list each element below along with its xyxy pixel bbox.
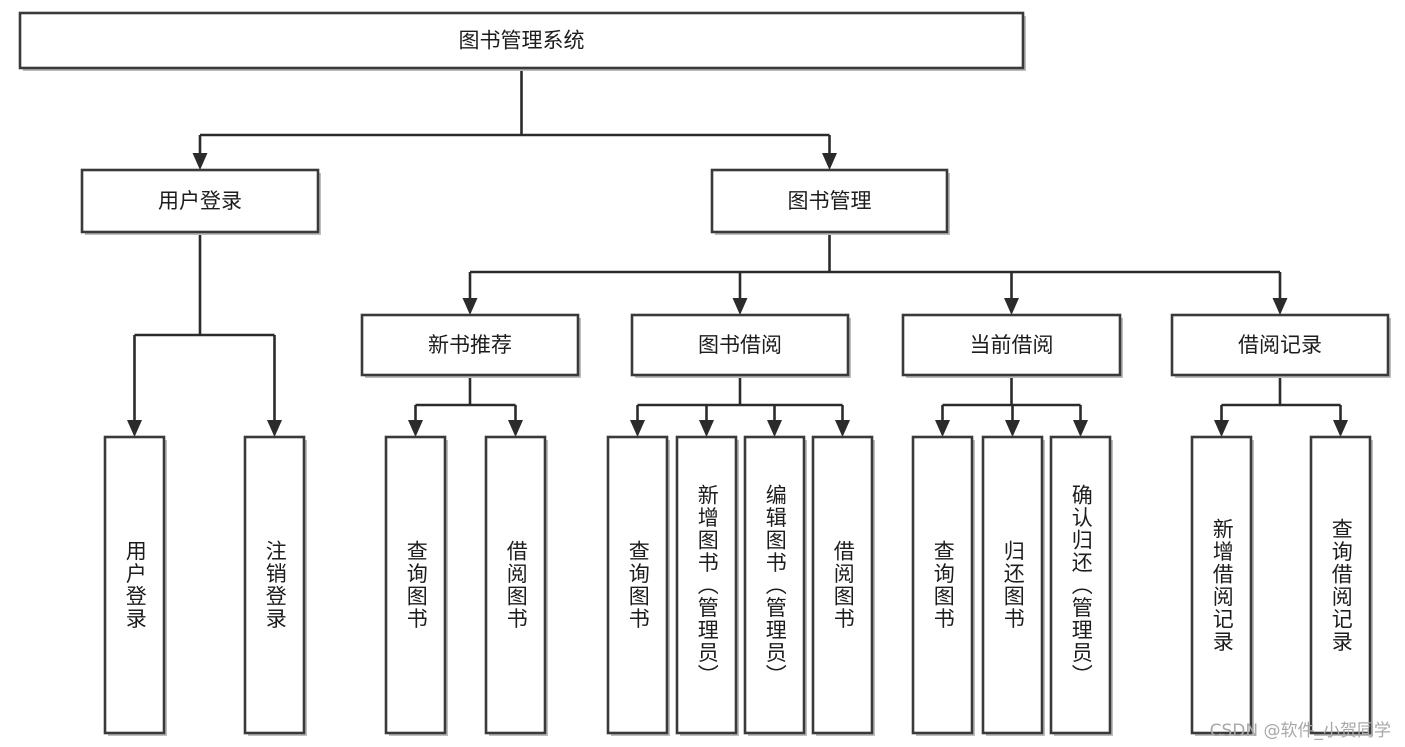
node-leaf-query-book-recommend[interactable] xyxy=(384,435,447,735)
connector-lines xyxy=(127,68,1348,437)
node-leaf-confirm-return-admin[interactable] xyxy=(1049,435,1112,735)
node-current-borrow[interactable] xyxy=(901,313,1122,377)
arrow-head-icon-current-borrow xyxy=(1004,298,1019,315)
node-leaf-user-login[interactable] xyxy=(103,435,166,735)
arrow-head-icon-leaf-borrow-book xyxy=(835,420,850,437)
arrow-head-icon-leaf-add-borrow-record xyxy=(1214,420,1229,437)
arrow-head-icon-leaf-borrow-book-recommend xyxy=(508,420,523,437)
node-leaf-add-borrow-record[interactable] xyxy=(1190,435,1253,735)
node-new-book-recommend[interactable] xyxy=(360,313,580,377)
arrow-head-icon-book-management xyxy=(822,153,837,170)
node-boxes xyxy=(18,11,1391,736)
node-leaf-borrow-book[interactable] xyxy=(811,435,874,735)
arrow-head-icon-leaf-query-book-current xyxy=(935,420,950,437)
node-leaf-query-book-current[interactable] xyxy=(911,435,974,735)
node-leaf-edit-book-admin[interactable] xyxy=(743,435,806,735)
arrow-head-icon-leaf-add-book-admin xyxy=(699,420,714,437)
node-leaf-query-borrow-record[interactable] xyxy=(1309,435,1372,735)
arrow-head-icon-user-login xyxy=(192,153,208,170)
node-label-new-book-recommend: 新书推荐 xyxy=(428,333,512,357)
arrow-head-icon-book-borrow xyxy=(732,298,748,315)
node-label-borrow-record: 借阅记录 xyxy=(1238,333,1322,357)
node-borrow-record[interactable] xyxy=(1170,313,1390,377)
node-root[interactable] xyxy=(18,11,1025,70)
arrow-head-icon-leaf-query-borrow-record xyxy=(1333,420,1348,437)
node-book-management[interactable] xyxy=(710,168,949,234)
node-label-current-borrow: 当前借阅 xyxy=(970,333,1054,357)
arrow-head-icon-leaf-logout-login xyxy=(267,420,282,437)
node-leaf-return-book[interactable] xyxy=(981,435,1044,735)
arrow-head-icon-new-book-recommend xyxy=(462,298,478,315)
arrow-head-icon-leaf-user-login xyxy=(127,420,142,437)
node-user-login[interactable] xyxy=(80,168,320,234)
node-leaf-logout-login[interactable] xyxy=(243,435,306,735)
node-label-root: 图书管理系统 xyxy=(459,29,585,53)
node-leaf-query-book-borrow[interactable] xyxy=(606,435,669,735)
node-leaf-add-book-admin[interactable] xyxy=(675,435,738,735)
arrow-head-icon-leaf-query-book-recommend xyxy=(408,420,423,437)
arrow-head-icon-leaf-confirm-return-admin xyxy=(1073,420,1088,437)
node-label-user-login: 用户登录 xyxy=(158,189,242,213)
arrow-head-icon-borrow-record xyxy=(1272,298,1288,315)
arrow-head-icon-leaf-return-book xyxy=(1005,420,1020,437)
node-label-book-borrow: 图书借阅 xyxy=(698,333,782,357)
node-leaf-borrow-book-recommend[interactable] xyxy=(484,435,547,735)
arrow-head-icon-leaf-edit-book-admin xyxy=(767,420,782,437)
arrow-head-icon-leaf-query-book-borrow xyxy=(630,420,645,437)
watermark-text: CSDN @软件_小贺同学 xyxy=(1209,721,1391,741)
node-book-borrow[interactable] xyxy=(630,313,850,377)
node-label-book-management: 图书管理 xyxy=(788,189,872,213)
